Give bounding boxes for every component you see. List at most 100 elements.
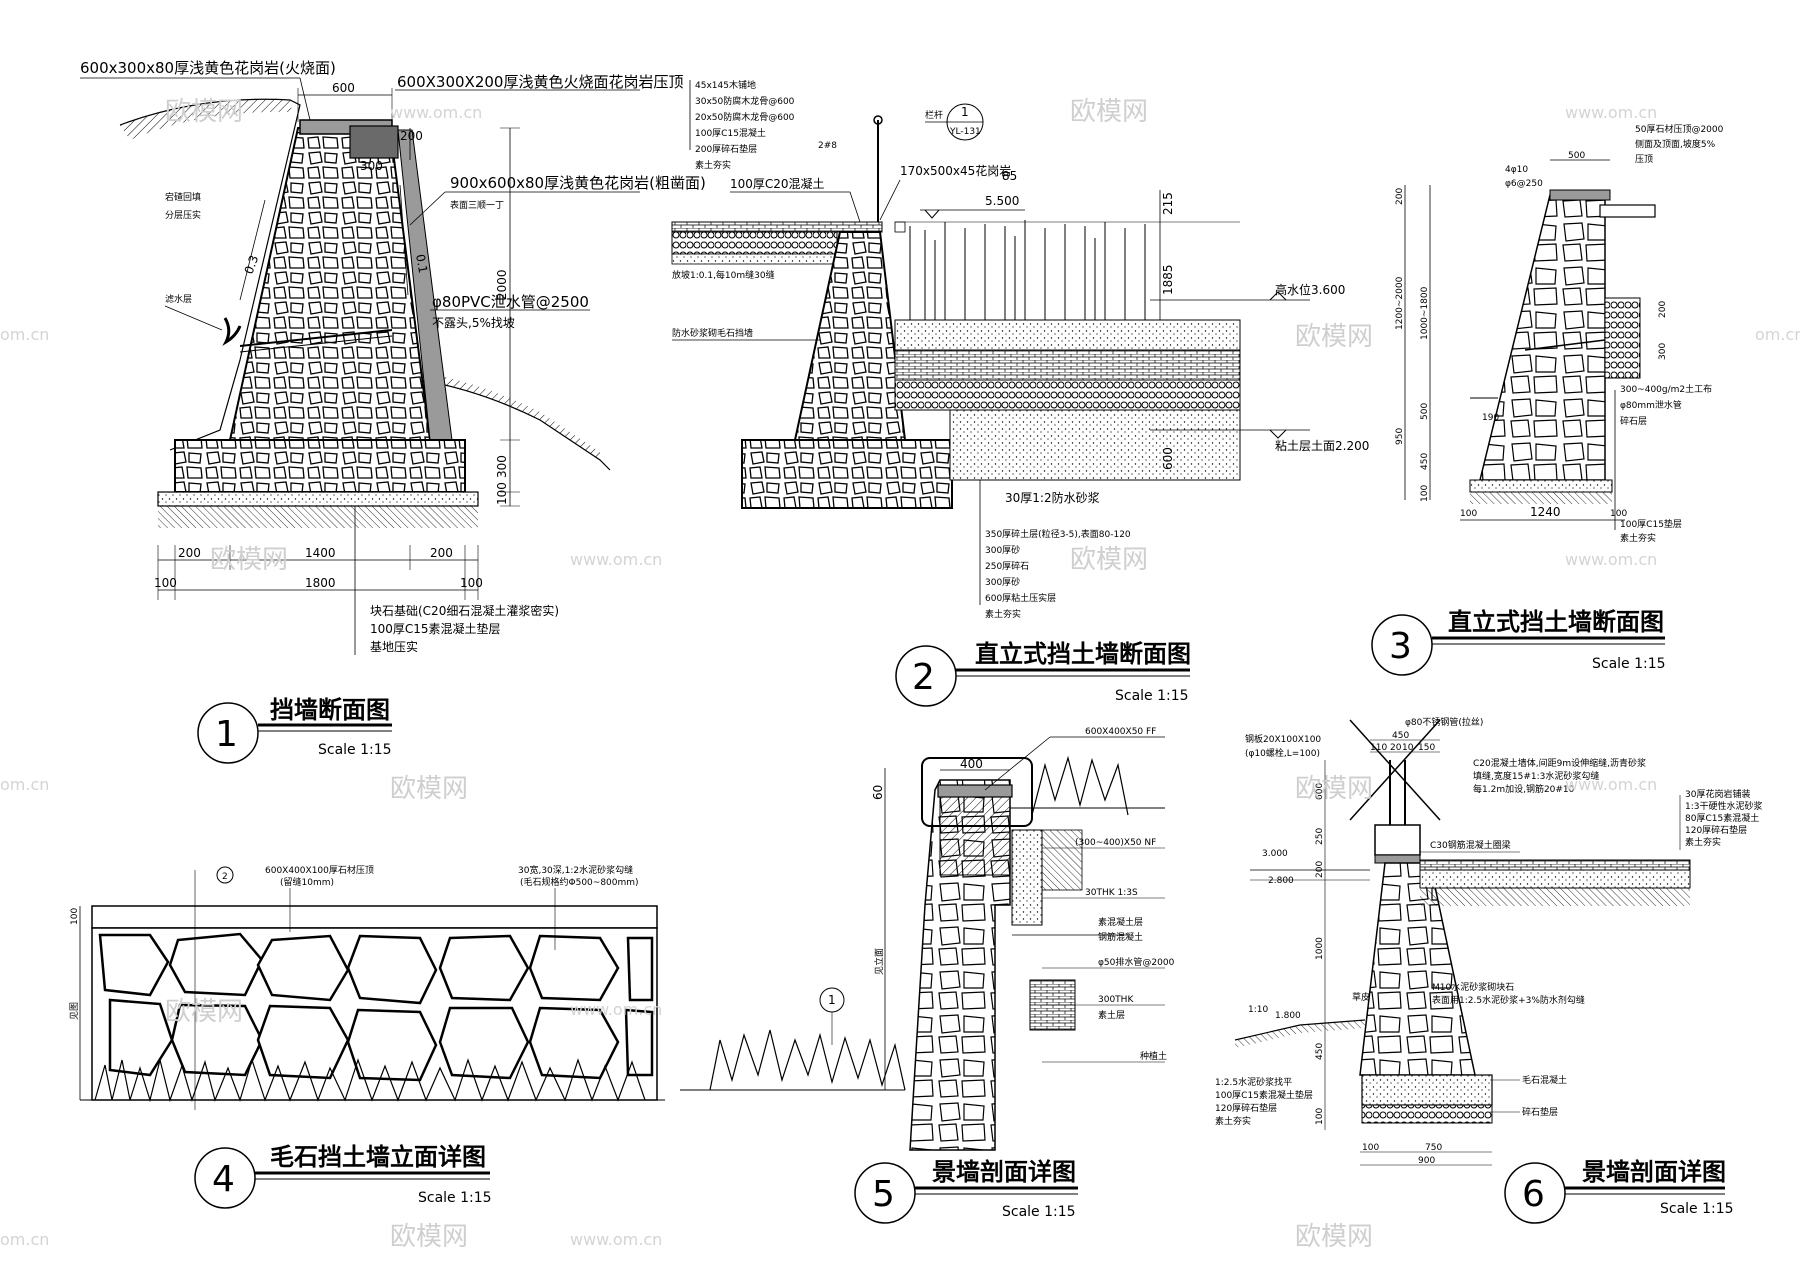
- d2-elev3: 粘土层土面2.200: [1275, 438, 1369, 453]
- d5-title: 景墙剖面详图: [932, 1158, 1076, 1186]
- detail-2-section: 45x145木铺地 30x50防腐木龙骨@600 20x50防腐木龙骨@600 …: [671, 79, 1369, 707]
- d6-w20: 20: [1390, 743, 1402, 753]
- d1-w-100b: 100: [460, 576, 483, 590]
- d6-post: φ80不锈钢管(拉丝): [1405, 716, 1483, 728]
- d5-ref: 1: [828, 993, 836, 1007]
- d3-h1200: 1200~2000: [1395, 276, 1405, 330]
- d3-h100: 100: [1420, 485, 1430, 502]
- d1-note-base2: 100厚C15素混凝土垫层: [370, 621, 501, 636]
- d4-title: 毛石挡土墙立面详图: [270, 1143, 486, 1171]
- d3-bar2: φ6@250: [1505, 179, 1543, 189]
- d3-w100b: 100: [1610, 509, 1627, 519]
- d1-note-cap-top: 600x300x80厚浅黄色花岗岩(火烧面): [80, 59, 336, 77]
- watermark-brand: 欧模网: [210, 545, 288, 575]
- d5-l6: 300THK: [1098, 995, 1134, 1005]
- d1-note-facing2: 表面三顺一丁: [450, 199, 504, 211]
- d2-reeds: [909, 220, 1146, 330]
- d6-w100: 100: [1362, 1143, 1379, 1153]
- d3-h1000: 1000~1800: [1420, 286, 1430, 340]
- d5-hvar: 见立面: [873, 948, 885, 975]
- d4-hvar: 见图: [69, 1002, 80, 1020]
- d6-c20c: 每1.2m加设,钢筋20#10: [1473, 783, 1575, 795]
- d3-w1240: 1240: [1530, 505, 1561, 519]
- d2-layer2: 30x50防腐木龙骨@600: [695, 95, 795, 107]
- watermarks: 欧模网 欧模网 欧模网 欧模网 欧模网 欧模网 欧模网 欧模网 欧模网 欧模网 …: [0, 97, 1800, 1252]
- d5-l1: (300~400)X50 NF: [1075, 838, 1156, 848]
- d2-layer1: 45x145木铺地: [695, 79, 756, 91]
- detail-3-section: 200 1200~2000 1000~1800 500 950 450 100 …: [1371, 123, 1724, 676]
- watermark-brand: 欧模网: [1070, 97, 1148, 127]
- d6-elev2: 2.800: [1268, 876, 1294, 886]
- d1-note-pipe2: 不露头,5%找坡: [432, 316, 515, 330]
- d6-r1: 30厚花岗岩铺装: [1685, 788, 1750, 800]
- watermark-url: www.om.cn: [1565, 775, 1657, 794]
- d6-r4: 120厚碎石垫层: [1685, 824, 1747, 836]
- d1-note-drain: 滤水层: [165, 293, 192, 305]
- watermark-brand: 欧模网: [1295, 774, 1373, 804]
- d2-s6: 素土夯实: [985, 608, 1021, 620]
- d6-h1000: 1000: [1315, 937, 1325, 960]
- d1-note-pipe: φ80PVC泄水管@2500: [432, 293, 589, 311]
- d3-n5: 素土夯实: [1620, 532, 1656, 544]
- d5-l4: 钢筋混凝土: [1098, 931, 1143, 943]
- d3-w100a: 100: [1460, 509, 1477, 519]
- watermark-brand: 欧模网: [390, 1222, 468, 1252]
- d5-l3: 素混凝土层: [1098, 916, 1143, 928]
- d6-r3: 80厚C15素混凝土: [1685, 812, 1759, 824]
- watermark-brand: 欧模网: [165, 97, 243, 127]
- d6-h100: 100: [1315, 1108, 1325, 1125]
- d3-h950: 950: [1395, 428, 1405, 445]
- d2-layer6: 素土夯实: [695, 159, 731, 171]
- watermark-url: www.om.cn: [570, 550, 662, 569]
- d2-title: 直立式挡土墙断面图: [975, 640, 1191, 668]
- d3-bar1: 4φ10: [1505, 165, 1528, 175]
- d6-w450: 450: [1392, 731, 1409, 741]
- d1-note-base1: 块石基础(C20细石混凝土灌浆密实): [370, 603, 559, 618]
- d6-w900: 900: [1418, 1156, 1435, 1166]
- d3-n2: φ80mm泄水管: [1620, 399, 1682, 411]
- d6-h250: 250: [1315, 828, 1325, 845]
- d6-w10: 10: [1402, 743, 1414, 753]
- d1-dim-300: 300: [360, 159, 383, 173]
- d2-c20: 100厚C20混凝土: [730, 176, 825, 191]
- watermark-url: www.om.cn: [570, 1000, 662, 1019]
- d4-cap2: (留缝10mm): [280, 876, 334, 888]
- d4-joint2: (毛石规格约Φ500~800mm): [520, 876, 639, 888]
- d6-c30: C30钢筋混凝土圈梁: [1430, 839, 1511, 851]
- d1-note-backfill2: 分层压实: [165, 209, 201, 221]
- d4-h100: 100: [70, 908, 80, 925]
- d3-top2: 侧面及顶面,坡度5%: [1635, 138, 1716, 150]
- d2-scale: Scale 1:15: [1115, 688, 1189, 704]
- d6-title: 景墙剖面详图: [1582, 1158, 1726, 1186]
- d1-title: 挡墙断面图: [270, 696, 390, 724]
- watermark-url-short: om.cn: [0, 1230, 49, 1249]
- d5-l5: φ50排水管@2000: [1098, 956, 1175, 968]
- d1-w-1400: 1400: [305, 546, 336, 560]
- d1-w-200a: 200: [178, 546, 201, 560]
- d2-rail-ref: YL-131: [949, 127, 981, 137]
- d2-h85: 85: [1002, 169, 1017, 183]
- d2-layer4: 100厚C15混凝土: [695, 127, 766, 139]
- d6-w150: 150: [1418, 743, 1435, 753]
- d5-l8: 种植土: [1140, 1050, 1167, 1062]
- d6-m10b: 表面用1:2.5水泥砂浆+3%防水剂勾缝: [1432, 994, 1585, 1006]
- d2-layer5: 200厚碎石垫层: [695, 143, 757, 155]
- d3-h500: 500: [1420, 403, 1430, 420]
- d3-number: 3: [1389, 626, 1412, 667]
- d6-h200: 200: [1315, 861, 1325, 878]
- d2-elev1: 5.500: [985, 194, 1019, 208]
- d6-elev1: 3.000: [1262, 849, 1288, 859]
- watermark-brand: 欧模网: [1295, 1222, 1373, 1252]
- d3-title: 直立式挡土墙断面图: [1448, 608, 1664, 636]
- d2-slope: 放坡1:0.1,每10m缝30缝: [672, 269, 775, 281]
- d1-h-300: 300: [495, 455, 509, 478]
- d1-slope-left: 0.3: [242, 253, 262, 276]
- d3-n3: 碎石层: [1620, 415, 1647, 427]
- d2-s4: 300厚砂: [985, 576, 1020, 588]
- d6-c20b: 填缝,宽度15#1:3水泥砂浆勾缝: [1473, 770, 1599, 782]
- d1-note-facing: 900x600x80厚浅黄色花岗岩(粗凿面): [450, 174, 706, 192]
- d6-b1: 1:2.5水泥砂浆找平: [1215, 1076, 1292, 1088]
- d5-w400: 400: [960, 757, 983, 771]
- d6-turf: 草皮: [1352, 991, 1370, 1003]
